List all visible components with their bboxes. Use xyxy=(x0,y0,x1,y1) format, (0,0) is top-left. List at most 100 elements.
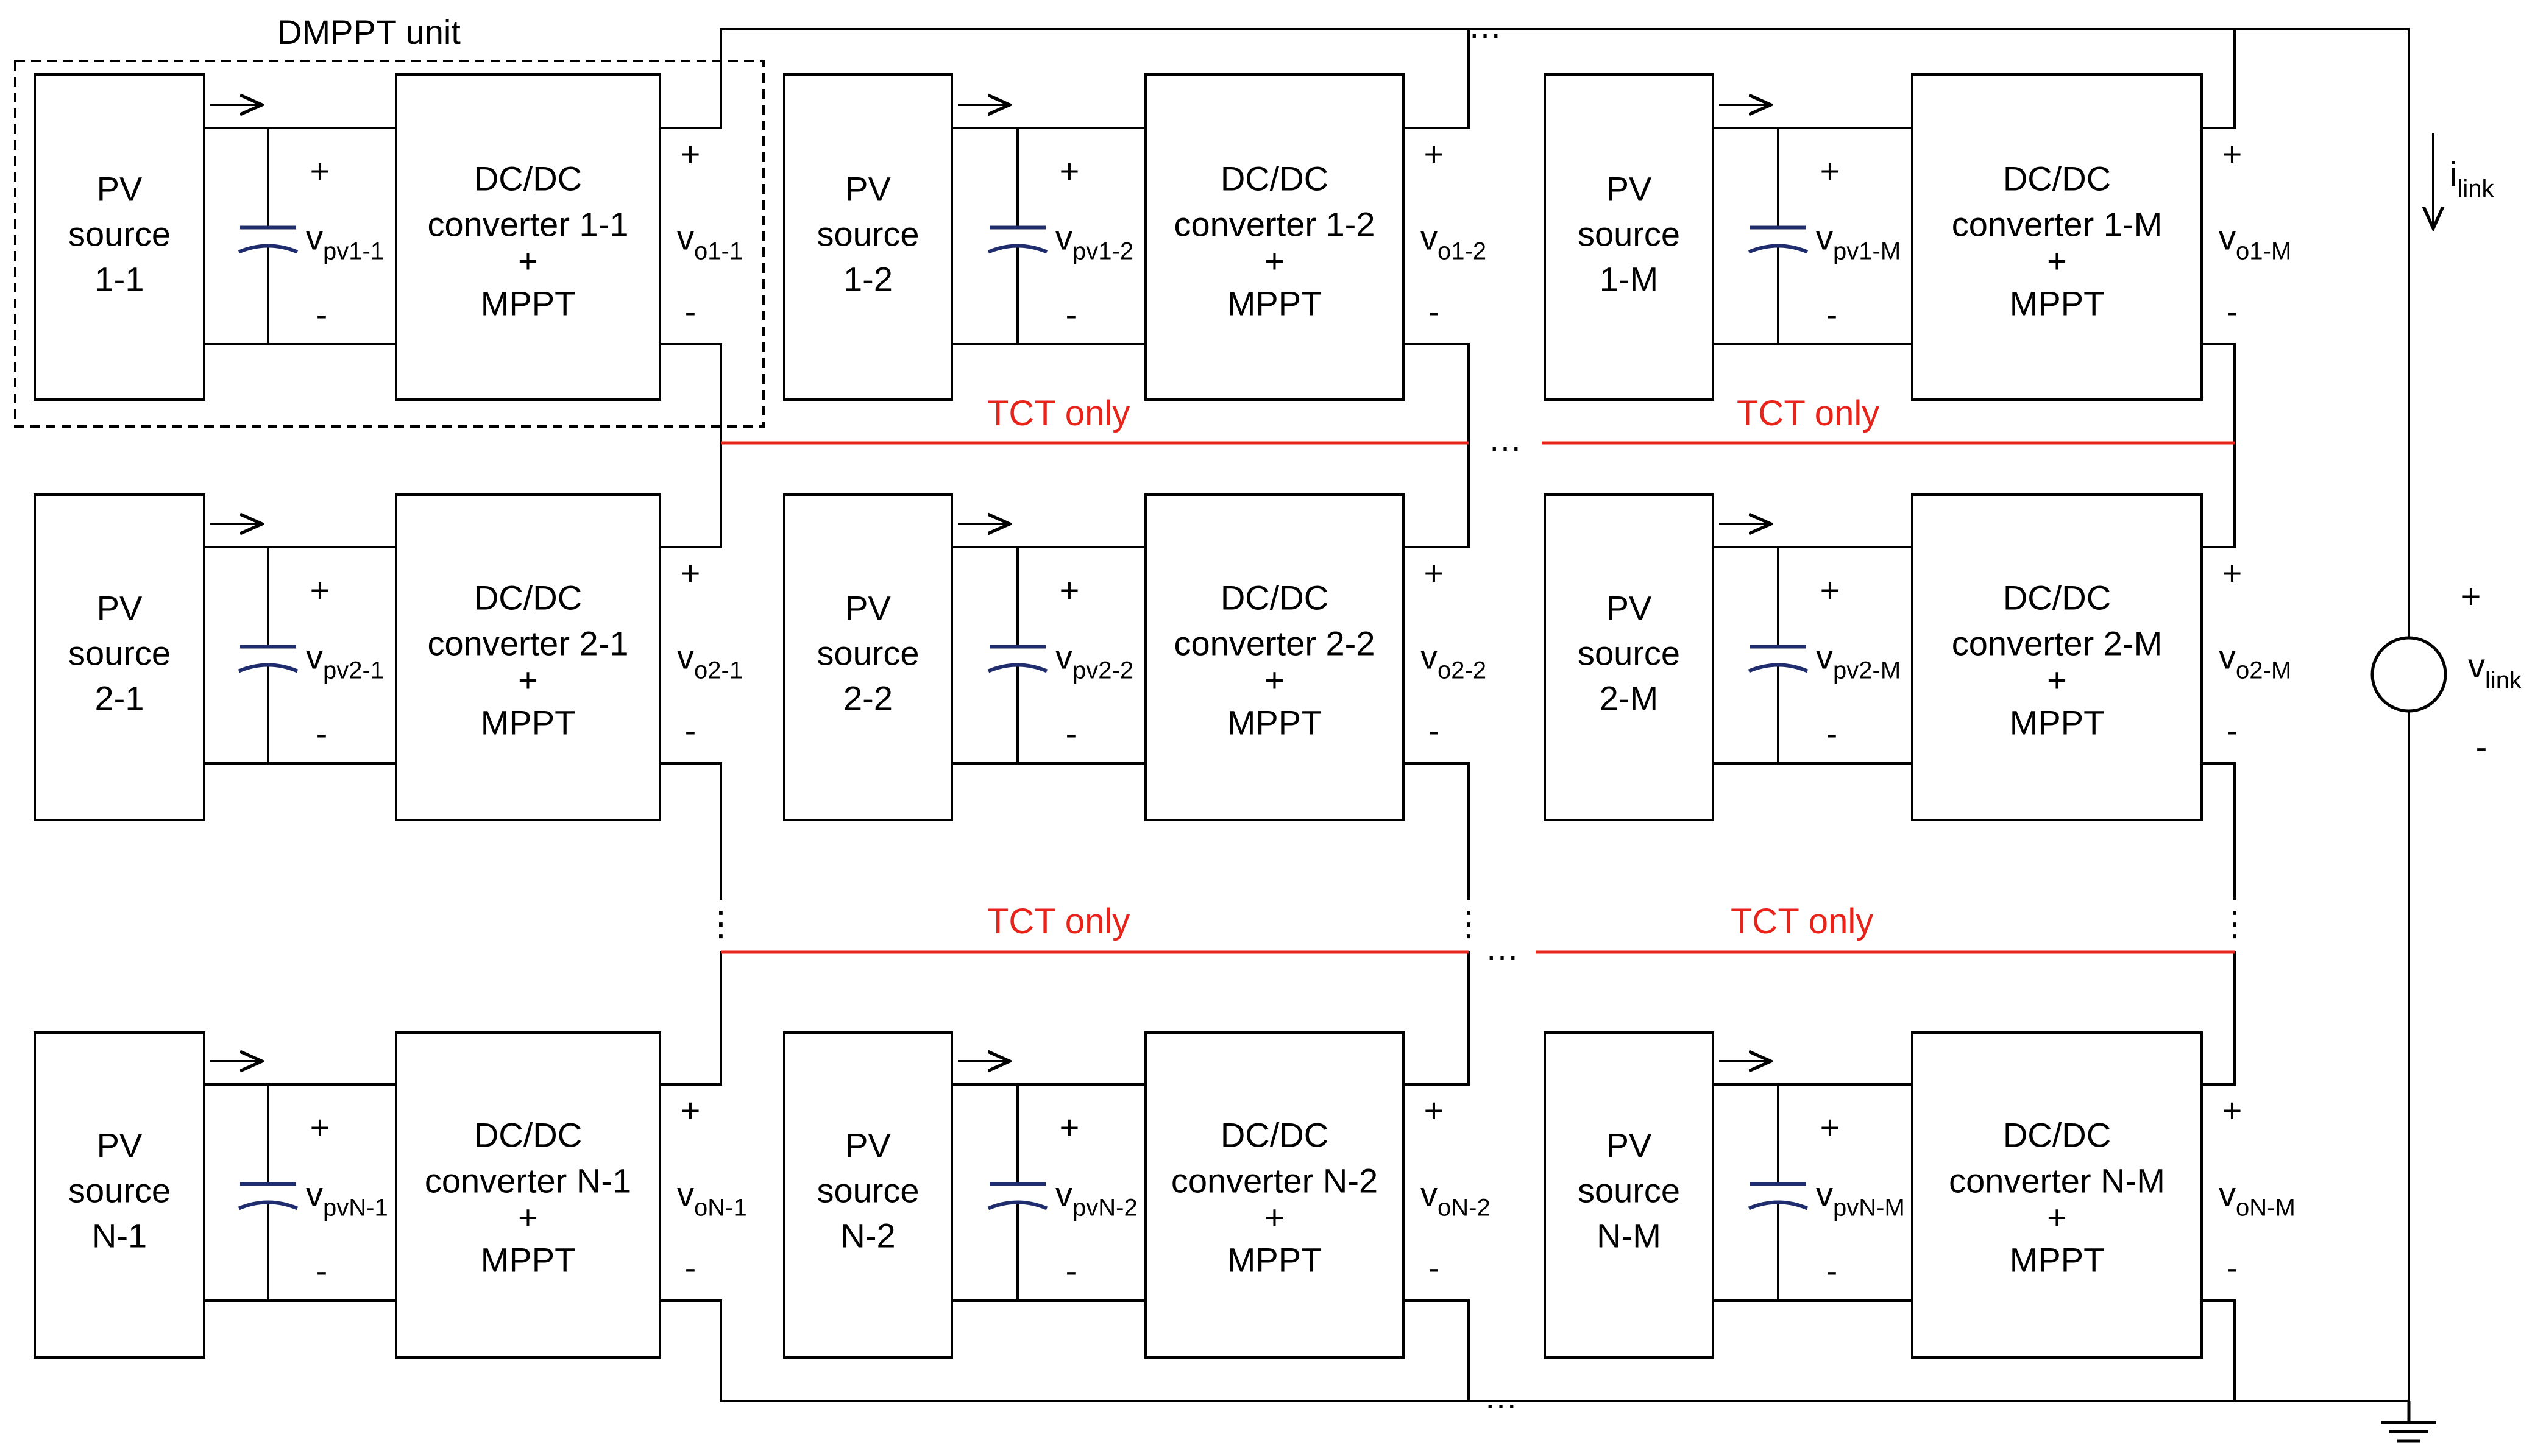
vo-plus: + xyxy=(1424,135,1444,173)
vpv-plus: + xyxy=(1820,152,1840,190)
vpv-v: v xyxy=(1055,1175,1072,1214)
vellipsis-col-m: ⋮ xyxy=(2218,904,2252,942)
converter-plus: + xyxy=(2047,242,2067,280)
vpv-v: v xyxy=(1055,219,1072,257)
pv-index: N-M xyxy=(1597,1217,1661,1255)
vo-v: v xyxy=(1420,1175,1438,1214)
converter-plus: + xyxy=(518,661,538,699)
vellipsis-col-1: ⋮ xyxy=(704,904,738,942)
link-minus: - xyxy=(2476,727,2487,766)
pv-source-label: PV source xyxy=(68,589,171,673)
capacitor-icon xyxy=(238,1182,299,1210)
converter-mppt: MPPT xyxy=(1227,284,1322,323)
converter-mppt: MPPT xyxy=(1227,704,1322,742)
vo-v: v xyxy=(2219,1175,2236,1214)
tct-label-b2: TCT only xyxy=(1731,902,1873,941)
converter-title: DC/DC xyxy=(2003,160,2111,198)
vpv-plus: + xyxy=(310,152,330,190)
pv-line1: PV xyxy=(1606,589,1652,627)
vpv-v: v xyxy=(1055,638,1072,676)
vpv-label: vpv2-2 xyxy=(1055,638,1133,684)
vpv-plus: + xyxy=(1060,152,1080,190)
vo-label: vo1-2 xyxy=(1420,219,1486,265)
converter-word: converter xyxy=(1952,205,2094,244)
converter-title: DC/DC xyxy=(474,1116,582,1154)
tct-label-b1: TCT only xyxy=(987,902,1130,941)
vpv-minus: - xyxy=(1066,295,1077,333)
vpv-v: v xyxy=(306,219,323,257)
pv-index: 2-2 xyxy=(843,679,893,718)
converter-mppt: MPPT xyxy=(2010,704,2105,742)
converter-index: 2-1 xyxy=(570,624,629,663)
converter-word: converter xyxy=(428,624,570,663)
vpv-v: v xyxy=(1816,638,1833,676)
pv-line1: PV xyxy=(97,589,143,627)
link-plus: + xyxy=(2461,577,2481,615)
pv-line2: source xyxy=(68,634,171,673)
vpv-label: vpvN-M xyxy=(1816,1175,1905,1221)
pv-index: 2-1 xyxy=(95,679,144,718)
vo-sub: oN-M xyxy=(2236,1195,2296,1221)
vpv-minus: - xyxy=(1826,1251,1838,1290)
converter-index: N-2 xyxy=(1313,1162,1378,1200)
tct-lines: TCT only TCT only TCT only TCT only xyxy=(721,394,2235,954)
converter-word: converter xyxy=(428,205,570,244)
converter-word: converter xyxy=(425,1162,567,1200)
pv-line1: PV xyxy=(1606,170,1652,208)
converter-name: converter N-M xyxy=(1949,1162,2165,1200)
capacitor-icon xyxy=(1748,1182,1809,1210)
ellipsis-tct-a: … xyxy=(1488,420,1522,458)
vpv-label: vpvN-1 xyxy=(306,1175,388,1221)
converter-index: 1-2 xyxy=(1316,205,1375,244)
vo-v: v xyxy=(677,219,694,257)
dmppt-unit-box xyxy=(14,60,765,428)
dmppt-unit-label: DMPPT unit xyxy=(277,13,461,51)
vpv-plus: + xyxy=(1820,571,1840,609)
converter-word: converter xyxy=(1174,624,1316,663)
converter-name: converter N-1 xyxy=(425,1162,631,1200)
converter-index: 2-M xyxy=(2094,624,2162,663)
converter-word: converter xyxy=(1949,1162,2091,1200)
link-voltage: + vlink - xyxy=(2370,577,2522,766)
ellipsis-top: … xyxy=(1468,7,1502,45)
vo-sub: o1-1 xyxy=(694,238,743,265)
vo-sub: o2-M xyxy=(2236,657,2291,684)
converter-box xyxy=(395,1031,661,1359)
vo-label: vo2-M xyxy=(2219,638,2291,684)
vo-v: v xyxy=(2219,219,2236,257)
vpv-sub: pv2-1 xyxy=(323,657,384,684)
vo-plus: + xyxy=(2222,135,2242,173)
vpv-label: vpv1-1 xyxy=(306,219,384,265)
vpv-sub: pv1-1 xyxy=(323,238,384,265)
converter-plus: + xyxy=(1264,1198,1285,1237)
converter-plus: + xyxy=(1264,661,1285,699)
pv-line2: source xyxy=(817,1172,919,1210)
vpv-v: v xyxy=(1816,1175,1833,1214)
vo-sub: o2-2 xyxy=(1438,657,1486,684)
vo-plus: + xyxy=(2222,554,2242,592)
converter-name: converter 1-M xyxy=(1952,205,2162,244)
vo-v: v xyxy=(2219,638,2236,676)
pv-index: 1-1 xyxy=(95,260,144,299)
vpv-plus: + xyxy=(310,1108,330,1147)
converter-mppt: MPPT xyxy=(2010,1241,2105,1279)
vpv-minus: - xyxy=(316,295,328,333)
capacitor-icon xyxy=(1748,645,1809,673)
pv-line2: source xyxy=(68,1172,171,1210)
capacitor-icon xyxy=(987,645,1048,673)
pv-line2: source xyxy=(1578,1172,1680,1210)
wiring xyxy=(203,28,2410,1402)
pv-line2: source xyxy=(1578,215,1680,253)
converter-name: converter N-2 xyxy=(1171,1162,1378,1200)
